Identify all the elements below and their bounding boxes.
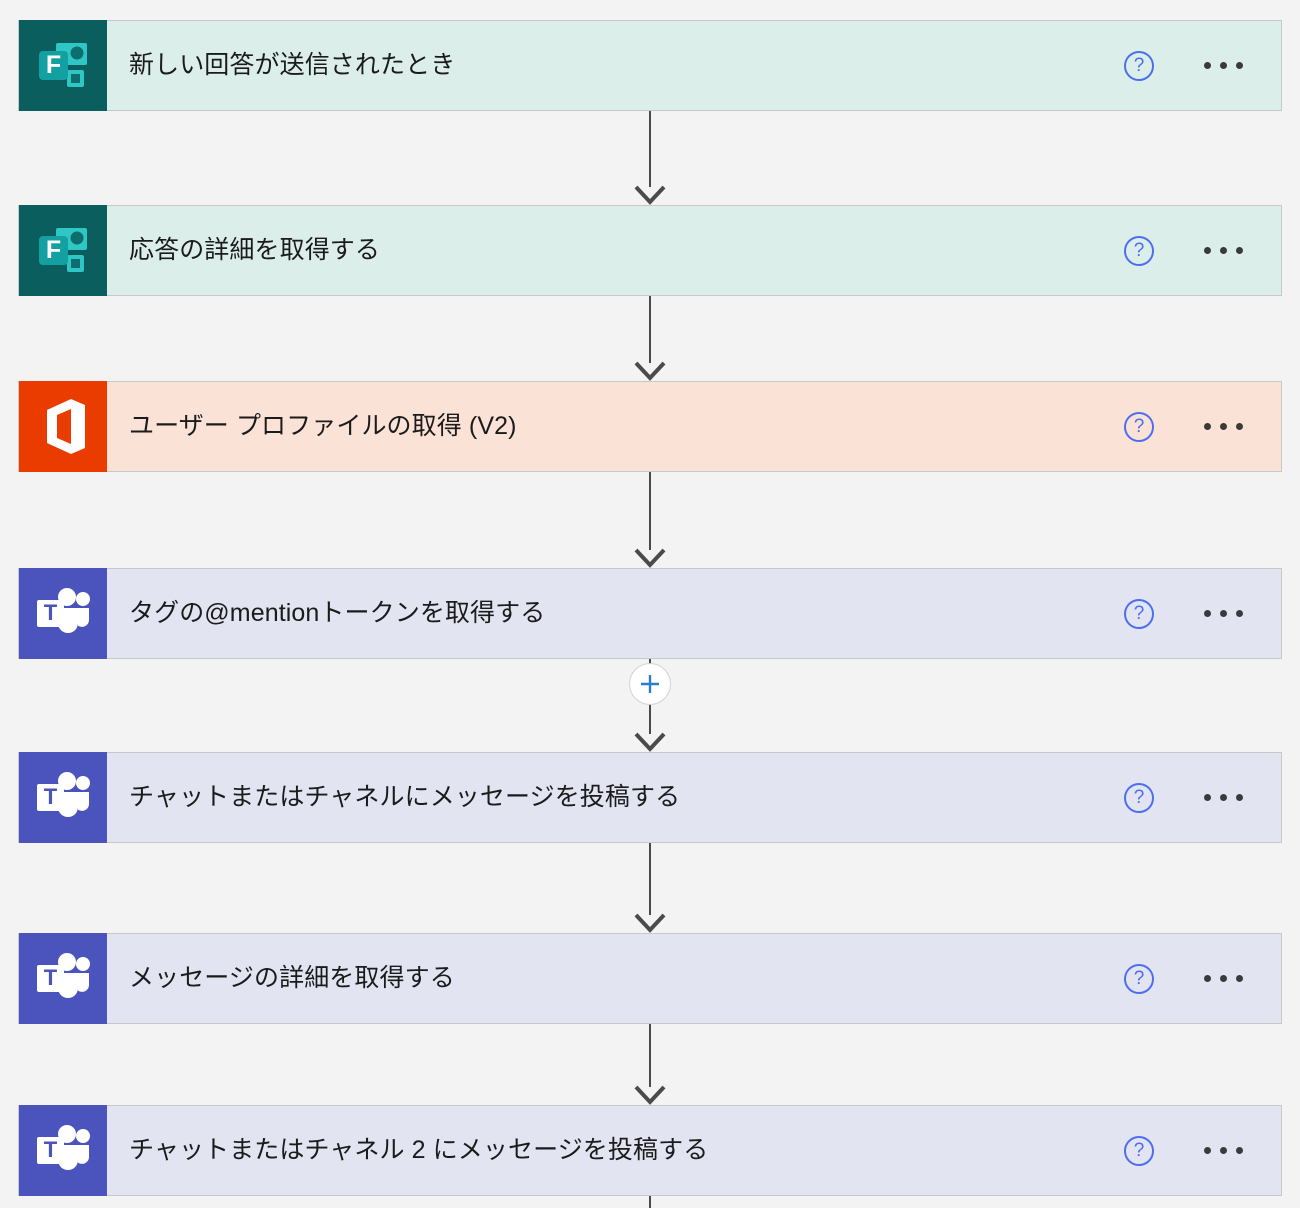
more-dot	[1204, 794, 1211, 801]
connector-arrowhead-4	[633, 730, 667, 752]
microsoft-forms-icon: F	[19, 20, 107, 111]
connector-icon-container: F	[19, 20, 107, 111]
flow-action-body: チャットまたはチャネルにメッセージを投稿する	[107, 753, 1124, 842]
help-icon[interactable]: ?	[1124, 235, 1154, 266]
more-dot	[1220, 423, 1227, 430]
flow-action-controls: ?	[1124, 21, 1281, 110]
flow-action-controls: ?	[1124, 753, 1281, 842]
flow-action-card-5[interactable]: T チャットまたはチャネルにメッセージを投稿する ?	[18, 752, 1282, 843]
more-dot	[1204, 423, 1211, 430]
more-options-icon[interactable]	[1202, 415, 1245, 438]
svg-text:T: T	[44, 965, 58, 990]
flow-action-title: 応答の詳細を取得する	[129, 235, 381, 264]
more-dot	[1236, 1147, 1243, 1154]
flow-action-body: チャットまたはチャネル 2 にメッセージを投稿する	[107, 1106, 1124, 1195]
flow-action-title: 新しい回答が送信されたとき	[129, 50, 456, 79]
microsoft-teams-icon: T	[19, 568, 107, 659]
help-icon[interactable]: ?	[1124, 963, 1154, 994]
help-icon[interactable]: ?	[1124, 598, 1154, 629]
flow-action-card-1[interactable]: F 新しい回答が送信されたとき ?	[18, 20, 1282, 111]
connector-line-1	[649, 111, 651, 187]
more-dot	[1220, 1147, 1227, 1154]
more-dot	[1220, 610, 1227, 617]
connector-arrowhead-5	[633, 911, 667, 933]
microsoft-teams-icon: T	[19, 1105, 107, 1196]
connector-icon-container	[19, 381, 107, 472]
microsoft-teams-icon: T	[19, 933, 107, 1024]
add-step-button[interactable]	[629, 663, 671, 705]
flow-action-controls: ?	[1124, 206, 1281, 295]
more-dot	[1220, 247, 1227, 254]
flow-action-controls: ?	[1124, 934, 1281, 1023]
help-icon[interactable]: ?	[1124, 1135, 1154, 1166]
connector-line-6	[649, 1024, 651, 1087]
flow-action-body: 新しい回答が送信されたとき	[107, 21, 1124, 110]
more-options-icon[interactable]	[1202, 602, 1245, 625]
more-options-icon[interactable]	[1202, 54, 1245, 77]
connector-icon-container: F	[19, 205, 107, 296]
svg-text:T: T	[44, 1137, 58, 1162]
connector-icon-container: T	[19, 1105, 107, 1196]
more-dot	[1204, 1147, 1211, 1154]
flow-action-card-2[interactable]: F 応答の詳細を取得する ?	[18, 205, 1282, 296]
flow-action-controls: ?	[1124, 569, 1281, 658]
connector-arrowhead-6	[633, 1083, 667, 1105]
flow-action-card-4[interactable]: T タグの@mentionトークンを取得する ?	[18, 568, 1282, 659]
help-icon[interactable]: ?	[1124, 411, 1154, 442]
office-365-users-icon	[19, 381, 107, 472]
microsoft-forms-icon: F	[19, 205, 107, 296]
flow-action-card-3[interactable]: ユーザー プロファイルの取得 (V2) ?	[18, 381, 1282, 472]
connector-arrowhead-3	[633, 546, 667, 568]
plus-icon	[641, 675, 659, 693]
flow-action-title: チャットまたはチャネルにメッセージを投稿する	[129, 782, 681, 811]
more-dot	[1236, 610, 1243, 617]
connector-icon-container: T	[19, 752, 107, 843]
more-dot	[1220, 794, 1227, 801]
flow-action-body: ユーザー プロファイルの取得 (V2)	[107, 382, 1124, 471]
connector-line-3	[649, 472, 651, 550]
more-options-icon[interactable]	[1202, 1139, 1245, 1162]
connector-icon-container: T	[19, 933, 107, 1024]
flow-action-title: タグの@mentionトークンを取得する	[129, 598, 546, 627]
more-dot	[1220, 62, 1227, 69]
more-dot	[1236, 423, 1243, 430]
more-dot	[1220, 975, 1227, 982]
connector-line-5	[649, 843, 651, 915]
flow-action-card-6[interactable]: T メッセージの詳細を取得する ?	[18, 933, 1282, 1024]
connector-icon-container: T	[19, 568, 107, 659]
more-dot	[1236, 247, 1243, 254]
help-icon[interactable]: ?	[1124, 782, 1154, 813]
flow-action-title: ユーザー プロファイルの取得 (V2)	[129, 411, 517, 440]
more-dot	[1236, 975, 1243, 982]
flow-action-body: メッセージの詳細を取得する	[107, 934, 1124, 1023]
more-options-icon[interactable]	[1202, 786, 1245, 809]
more-dot	[1236, 62, 1243, 69]
more-options-icon[interactable]	[1202, 239, 1245, 262]
flow-action-body: 応答の詳細を取得する	[107, 206, 1124, 295]
flow-action-controls: ?	[1124, 1106, 1281, 1195]
flow-action-card-7[interactable]: T チャットまたはチャネル 2 にメッセージを投稿する ?	[18, 1105, 1282, 1196]
microsoft-teams-icon: T	[19, 752, 107, 843]
svg-text:F: F	[46, 236, 61, 264]
flow-action-title: チャットまたはチャネル 2 にメッセージを投稿する	[129, 1135, 709, 1164]
flow-action-title: メッセージの詳細を取得する	[129, 963, 455, 992]
more-dot	[1204, 247, 1211, 254]
flow-action-controls: ?	[1124, 382, 1281, 471]
connector-arrowhead-2	[633, 359, 667, 381]
more-dot	[1204, 610, 1211, 617]
connector-arrowhead-1	[633, 183, 667, 205]
svg-text:T: T	[44, 784, 58, 809]
connector-line-2	[649, 296, 651, 363]
more-options-icon[interactable]	[1202, 967, 1245, 990]
svg-text:T: T	[44, 600, 58, 625]
flow-action-body: タグの@mentionトークンを取得する	[107, 569, 1124, 658]
more-dot	[1204, 62, 1211, 69]
help-icon[interactable]: ?	[1124, 50, 1154, 81]
more-dot	[1236, 794, 1243, 801]
more-dot	[1204, 975, 1211, 982]
svg-text:F: F	[46, 51, 61, 79]
connector-line-7	[649, 1196, 651, 1208]
